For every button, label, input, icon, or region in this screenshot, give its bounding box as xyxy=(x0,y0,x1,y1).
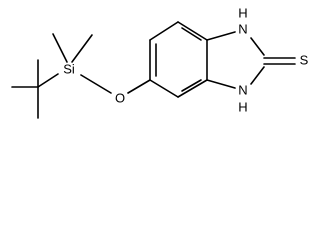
atom-s-label: S xyxy=(300,52,309,67)
bond-c2-n-bottom xyxy=(250,66,265,85)
bond-si-methyl-right xyxy=(71,34,93,63)
bond-ring-6 xyxy=(149,79,179,98)
atom-nh-top-h-label: H xyxy=(238,5,247,20)
bond-ring-5 xyxy=(177,79,208,98)
bond-o-aryl xyxy=(127,79,151,94)
bond-si-o xyxy=(80,74,112,94)
bond-ring-3 xyxy=(177,21,208,41)
bond-n-bottom-c xyxy=(206,79,236,89)
atom-o-label: O xyxy=(115,90,125,105)
bond-n-top-c2 xyxy=(250,37,265,56)
atom-nh-top-n-label: N xyxy=(238,21,247,36)
bond-tbu-quaternary-to-si xyxy=(37,73,59,88)
atom-si-label: Si xyxy=(63,61,75,76)
bond-c-n-top xyxy=(206,31,236,41)
molecule-structure: Si O H N N H S xyxy=(11,5,309,119)
atom-nh-bottom-n-label: N xyxy=(238,82,247,97)
bond-ring-2 xyxy=(149,21,179,41)
bond-si-methyl-left xyxy=(52,33,68,63)
atom-nh-bottom-h-label: H xyxy=(238,99,247,114)
bond-ring-double-2 xyxy=(181,27,202,41)
bond-ring-double-3 xyxy=(181,79,202,92)
